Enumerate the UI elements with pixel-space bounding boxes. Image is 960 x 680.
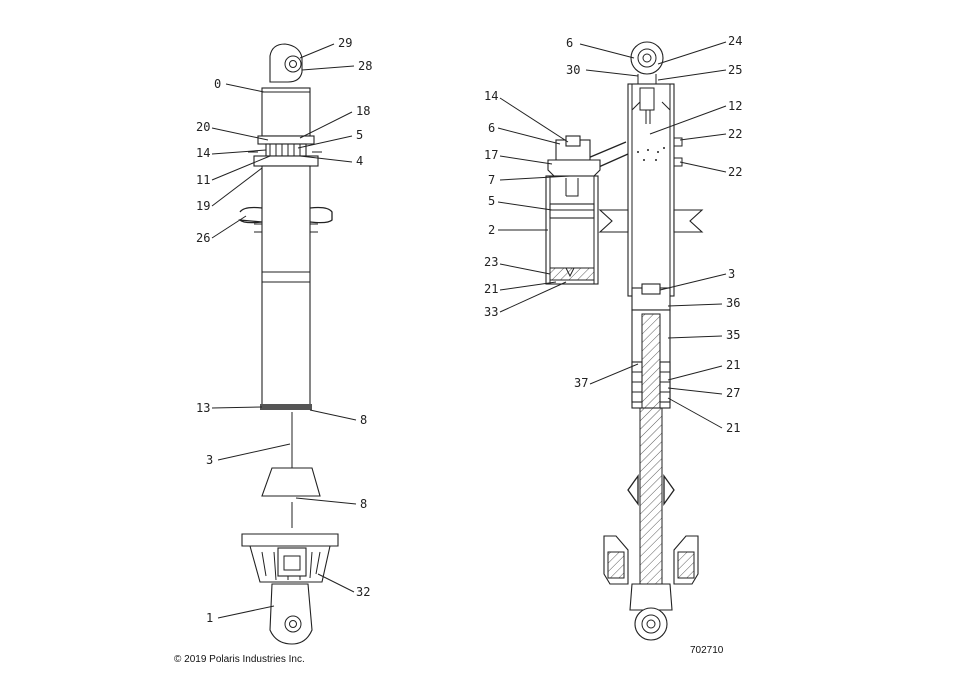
right-shock-cutaway-view bbox=[545, 41, 704, 641]
callout-label: 27 bbox=[726, 386, 740, 400]
callout-label: 6 bbox=[566, 36, 573, 50]
callout-label: 19 bbox=[196, 199, 210, 213]
callout-label: 35 bbox=[726, 328, 740, 342]
callout-label: 6 bbox=[488, 121, 495, 135]
port-dots bbox=[637, 147, 665, 161]
callout-label: 18 bbox=[356, 104, 370, 118]
lower-eyelet bbox=[269, 583, 313, 645]
top-eyelet bbox=[269, 43, 303, 83]
reservoir-section bbox=[545, 135, 601, 285]
callout-label: 37 bbox=[574, 376, 588, 390]
callout-label: 32 bbox=[356, 585, 370, 599]
callout-label: 29 bbox=[338, 36, 352, 50]
callout-label: 1 bbox=[206, 611, 213, 625]
lower-spring-retainer bbox=[241, 533, 339, 583]
body-cylinder bbox=[627, 83, 675, 297]
left-mount-wedge bbox=[598, 209, 629, 233]
right-callouts: 6 24 30 25 14 12 6 22 17 22 7 5 2 23 3 2… bbox=[484, 34, 742, 435]
callout-label: 3 bbox=[728, 267, 735, 281]
figure-number: 702710 bbox=[690, 645, 724, 656]
callout-label: 24 bbox=[728, 34, 742, 48]
callout-label: 28 bbox=[358, 59, 372, 73]
copyright-notice: © 2019 Polaris Industries Inc. bbox=[174, 654, 305, 665]
callout-label: 12 bbox=[728, 99, 742, 113]
callout-label: 5 bbox=[488, 194, 495, 208]
callout-label: 3 bbox=[206, 453, 213, 467]
callout-label: 8 bbox=[360, 413, 367, 427]
callout-label: 21 bbox=[484, 282, 498, 296]
callout-label: 14 bbox=[484, 89, 498, 103]
callout-label: 26 bbox=[196, 231, 210, 245]
lower-retainer-section bbox=[603, 535, 699, 585]
callout-label: 17 bbox=[484, 148, 498, 162]
left-shock-exploded-view bbox=[238, 43, 339, 645]
lower-eyelet-section bbox=[629, 583, 673, 641]
callout-label: 4 bbox=[356, 154, 363, 168]
callout-label: 22 bbox=[728, 127, 742, 141]
callout-label: 25 bbox=[728, 63, 742, 77]
callout-label: 36 bbox=[726, 296, 740, 310]
callout-label: 0 bbox=[214, 77, 221, 91]
callout-label: 14 bbox=[196, 146, 210, 160]
main-body-tube bbox=[261, 165, 311, 407]
rod-bumper bbox=[627, 473, 675, 507]
valve-piston-stack bbox=[631, 283, 671, 409]
top-eyelet-section bbox=[630, 41, 664, 84]
bumper-cone bbox=[261, 467, 321, 497]
callout-label: 7 bbox=[488, 173, 495, 187]
callout-label: 2 bbox=[488, 223, 495, 237]
right-mount-wedge bbox=[673, 209, 704, 233]
piston-rod bbox=[639, 407, 663, 585]
callout-label: 20 bbox=[196, 120, 210, 134]
left-callouts: 29 28 0 18 20 5 14 4 11 19 26 13 8 3 8 3… bbox=[196, 36, 372, 625]
callout-label: 21 bbox=[726, 358, 740, 372]
callout-label: 21 bbox=[726, 421, 740, 435]
callout-label: 33 bbox=[484, 305, 498, 319]
preload-collar bbox=[248, 135, 322, 167]
callout-label: 13 bbox=[196, 401, 210, 415]
callout-label: 23 bbox=[484, 255, 498, 269]
callout-label: 11 bbox=[196, 173, 210, 187]
top-body bbox=[261, 87, 311, 137]
callout-label: 5 bbox=[356, 128, 363, 142]
callout-label: 22 bbox=[728, 165, 742, 179]
seal-ring bbox=[260, 404, 312, 410]
callout-label: 30 bbox=[566, 63, 580, 77]
callout-label: 8 bbox=[360, 497, 367, 511]
